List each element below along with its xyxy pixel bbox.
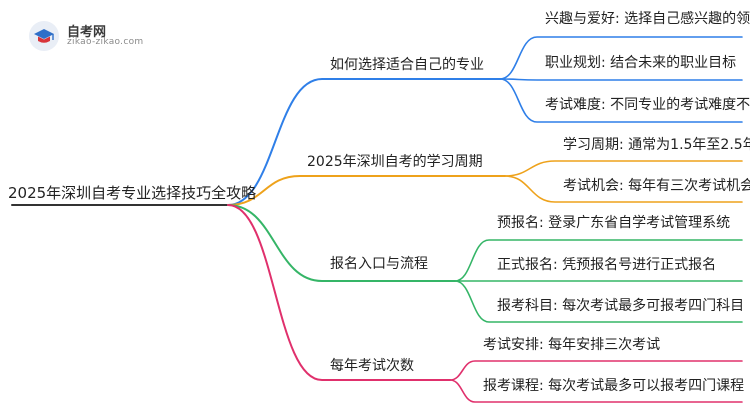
leaf-connector	[499, 78, 743, 123]
branch-node-1: 如何选择适合自己的专业	[330, 57, 484, 73]
leaf-node: 报考科目: 每次考试最多可报考四门科目	[497, 298, 745, 314]
leaf-node: 职业规划: 结合未来的职业目标	[545, 55, 737, 71]
branch-connector	[227, 78, 501, 206]
leaf-node: 兴趣与爱好: 选择自己感兴趣的领域	[545, 11, 750, 27]
branch-connector	[227, 204, 456, 282]
leaf-node: 学习周期: 通常为1.5年至2.5年	[563, 137, 750, 153]
logo-title: 自考网	[67, 25, 107, 40]
leaf-connector	[499, 36, 743, 80]
leaf-node: 考试机会: 每年有三次考试机会	[563, 178, 750, 194]
logo-url: zikao-zikao.com	[67, 37, 144, 47]
leaf-connector	[454, 239, 743, 282]
leaf-connector	[504, 175, 743, 203]
graduation-cap-icon	[29, 21, 59, 51]
leaf-node: 正式报名: 凭预报名号进行正式报名	[497, 257, 717, 273]
leaf-connector	[454, 280, 743, 323]
branch-node-4: 每年考试次数	[330, 358, 414, 374]
leaf-connector	[504, 160, 743, 177]
leaf-connector	[449, 360, 743, 381]
branch-node-3: 报名入口与流程	[330, 256, 428, 272]
branch-node-2: 2025年深圳自考的学习周期	[307, 154, 483, 170]
leaf-node: 考试难度: 不同专业的考试难度不同	[545, 97, 750, 113]
branch-connector	[227, 204, 451, 381]
leaf-node: 考试安排: 每年安排三次考试	[483, 337, 661, 353]
leaf-node: 报考课程: 每次考试最多可以报考四门课程	[483, 378, 745, 394]
logo: 自考网 zikao-zikao.com	[27, 19, 177, 53]
leaf-node: 预报名: 登录广东省自学考试管理系统	[497, 215, 731, 231]
leaf-connector	[499, 78, 743, 81]
root-node: 2025年深圳自考专业选择技巧全攻略	[8, 184, 257, 202]
branch-connector	[227, 175, 506, 206]
leaf-connector	[449, 379, 743, 403]
